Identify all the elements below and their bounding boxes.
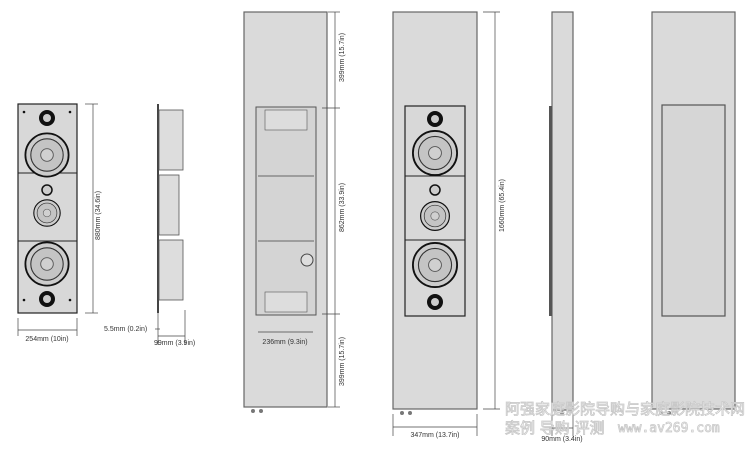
cutout-top-label: 399mm (15.7in)	[339, 33, 346, 82]
front-panel-view	[392, 11, 500, 436]
cutout-panel-view	[243, 11, 340, 413]
side-speaker-depth-label: 99mm (3.9in)	[154, 340, 195, 347]
side-panel-depth-label: 90mm (3.4in)	[541, 436, 582, 443]
cutout-bottom-label: 399mm (15.7in)	[339, 337, 346, 386]
side-panel-view	[549, 11, 574, 436]
cutout-middle-label: 862mm (33.9in)	[339, 183, 346, 232]
front-speaker-height-label: 880mm (34.6in)	[95, 191, 102, 240]
front-panel-width-label: 347mm (13.7in)	[410, 432, 459, 439]
watermark-line1: 阿强家庭影院导购与家庭影院技术网	[505, 400, 745, 418]
front-speaker-width-label: 254mm (10in)	[25, 336, 68, 343]
side-speaker-view	[155, 104, 186, 345]
watermark-url: www.av269.com	[618, 421, 720, 436]
side-speaker-flange-label: 5.5mm (0.2in)	[104, 326, 147, 333]
front-speaker-view	[17, 103, 98, 336]
front-panel-height-label: 1660mm (65.4in)	[499, 179, 506, 232]
watermark-line2-cn: 案例 导购 评测	[505, 419, 605, 437]
cutout-width-label: 236mm (9.3in)	[262, 339, 307, 346]
back-panel-view	[651, 11, 736, 415]
